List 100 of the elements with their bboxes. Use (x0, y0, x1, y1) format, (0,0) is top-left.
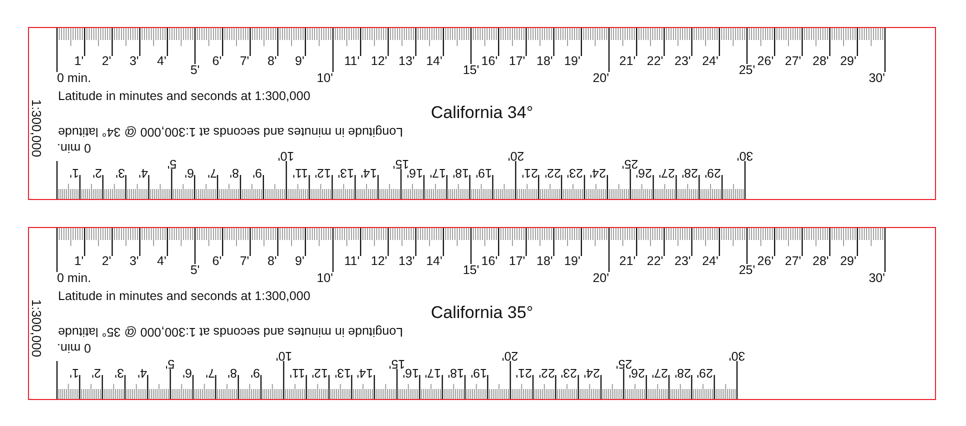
scale-label: 10' (316, 272, 333, 286)
scale-label: 10' (316, 72, 333, 86)
scale-label: 7' (240, 55, 250, 69)
scale-caption: Latitude in minutes and seconds at 1:300,000 (58, 90, 310, 104)
scale-label: 18' (448, 365, 464, 379)
scale-label: 26' (757, 255, 774, 269)
scale-label: 9' (295, 255, 304, 269)
scale-label: 22' (646, 255, 664, 269)
scale-label: 7' (205, 365, 215, 379)
scale-label: 4' (157, 55, 166, 69)
scale-label: 8' (228, 365, 238, 379)
scale-label: 11' (344, 55, 360, 69)
scale-label: 27' (658, 165, 676, 179)
scale-label: 1' (74, 255, 84, 269)
scale-label: 20' (502, 348, 518, 362)
scale-label: 21' (521, 165, 538, 179)
scale-label: 21' (619, 255, 636, 269)
scale-label: 19' (564, 255, 580, 269)
scale-label: 10' (278, 148, 294, 162)
scale-label: 16' (481, 255, 498, 269)
ruler-panel (28, 227, 936, 400)
scale-label: 15' (392, 156, 410, 170)
scale-label: 13' (398, 55, 415, 69)
scale-label: 28' (812, 55, 829, 69)
scale-label: 15' (462, 64, 480, 78)
scale-label: 30' (868, 272, 885, 286)
scale-label: 2' (92, 165, 102, 179)
scale-label: 14' (360, 165, 378, 179)
scale-label: 11' (344, 255, 360, 269)
scale-label: 6' (184, 165, 194, 179)
scale-label: 1' (70, 165, 79, 179)
scale-label: 24' (702, 255, 718, 269)
scale-label: 27' (652, 365, 668, 379)
scale-label: 9' (253, 165, 262, 179)
scale-label: 0 min. (57, 72, 92, 86)
scale-label: 30' (868, 72, 885, 86)
ruler-title: California 34° (430, 104, 534, 123)
scale-label: 12' (314, 165, 332, 179)
scale-label: 18' (452, 165, 469, 179)
scale-label: 2' (102, 255, 112, 269)
scale-label: 19' (564, 55, 580, 69)
scale-label: 17' (508, 55, 526, 69)
scale-label: 5' (190, 264, 200, 278)
scale-label: 30' (728, 348, 746, 362)
scale-label: 1' (74, 55, 84, 69)
scale-label: 24' (590, 165, 606, 179)
scale-label: 9' (250, 365, 260, 379)
scale-label: 5' (166, 356, 175, 370)
scale-label: 19' (475, 165, 492, 179)
scale-label: 18' (536, 255, 553, 269)
scale-label: 13' (338, 165, 354, 179)
scale-label: 8' (267, 55, 277, 69)
scale-label: 20' (592, 72, 609, 86)
scale-label: 7' (240, 255, 250, 269)
scale-label: 21' (619, 55, 636, 69)
scale-label: 25' (738, 264, 756, 278)
scale-label: 20' (508, 148, 524, 162)
scale-label: 27' (784, 55, 802, 69)
scale-label: 26' (757, 55, 774, 69)
scale-label: 11' (292, 165, 308, 179)
scale-label: 25' (738, 64, 756, 78)
scale-label: 3' (114, 365, 124, 379)
scale-label: 25' (622, 156, 638, 170)
scale-label: 23' (561, 365, 578, 379)
scale-label: 28' (674, 365, 691, 379)
scale-label: 12' (312, 365, 328, 379)
scale-label: 11' (290, 365, 306, 379)
ruler-panel (28, 27, 936, 200)
scale-label: 3' (129, 55, 139, 69)
scale-label: 29' (697, 365, 714, 379)
scale-label: 23' (674, 55, 691, 69)
ruler-title: California 35° (430, 304, 534, 323)
scale-label: 5' (166, 156, 176, 170)
scale-label: 13' (398, 255, 415, 269)
scale-label: 2' (92, 365, 102, 379)
scale-label: 4' (138, 165, 148, 179)
scale-label: 23' (674, 255, 691, 269)
scale-label: 29' (840, 55, 856, 69)
scale-ratio: 1:300,000 (28, 299, 44, 358)
scale-label: 16' (481, 55, 498, 69)
scale-label: 17' (508, 255, 526, 269)
scale-label: 24' (584, 365, 600, 379)
scale-label: 30' (736, 148, 754, 162)
scale-label: 14' (357, 365, 374, 379)
scale-label: 4' (157, 255, 166, 269)
scale-label: 24' (702, 55, 718, 69)
scale-label: 23' (567, 165, 584, 179)
scale-label: 16' (406, 166, 423, 179)
scale-label: 21' (516, 365, 532, 379)
scale-label: 5' (190, 64, 200, 78)
scale-label: 15' (462, 264, 480, 278)
scale-label: 0 min. (57, 340, 92, 354)
scale-label: 9' (295, 55, 304, 69)
scale-label: 28' (682, 165, 698, 179)
scale-label: 17' (425, 365, 442, 379)
scale-label: 8' (230, 165, 240, 179)
scale-label: 17' (430, 165, 446, 179)
scale-label: 6' (212, 55, 222, 69)
scale-label: 3' (115, 165, 125, 179)
scale-label: 10' (276, 348, 292, 362)
